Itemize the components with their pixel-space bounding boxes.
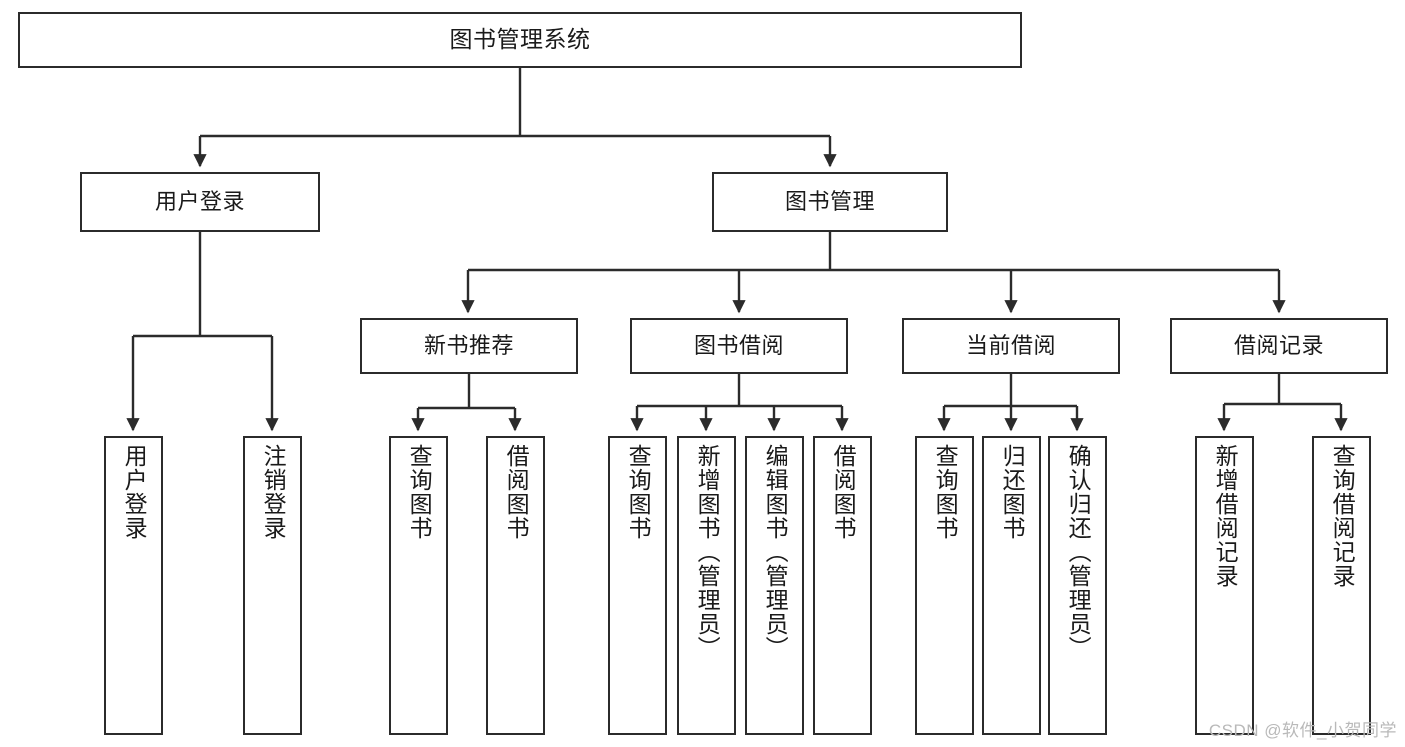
- node-book-borrow[interactable]: 图书借阅: [630, 318, 848, 374]
- node-leaf-borrow-book-2-label: 借阅图书: [830, 444, 857, 540]
- node-borrow-record[interactable]: 借阅记录: [1170, 318, 1388, 374]
- node-leaf-return-book-label: 归还图书: [999, 444, 1026, 540]
- node-leaf-query-book-3-label: 查询图书: [932, 444, 959, 540]
- node-root-label: 图书管理系统: [449, 26, 591, 53]
- node-leaf-query-book-1[interactable]: 查询图书: [389, 436, 448, 735]
- node-book-manage[interactable]: 图书管理: [712, 172, 948, 232]
- node-leaf-confirm-return[interactable]: 确认归还（管理员）: [1048, 436, 1107, 735]
- node-leaf-query-record-label: 查询借阅记录: [1329, 444, 1356, 588]
- node-leaf-user-login-label: 用户登录: [121, 444, 148, 540]
- node-book-manage-label: 图书管理: [784, 188, 875, 214]
- watermark: CSDN @软件_小贺同学: [1208, 721, 1397, 740]
- node-leaf-return-book[interactable]: 归还图书: [982, 436, 1041, 735]
- node-new-book-rec-label: 新书推荐: [423, 332, 514, 358]
- node-leaf-edit-book-label: 编辑图书（管理员）: [762, 444, 789, 660]
- node-borrow-record-label: 借阅记录: [1233, 332, 1324, 358]
- node-leaf-borrow-book-1[interactable]: 借阅图书: [486, 436, 545, 735]
- node-leaf-query-record[interactable]: 查询借阅记录: [1312, 436, 1371, 735]
- node-leaf-confirm-return-label: 确认归还（管理员）: [1065, 444, 1092, 660]
- node-user-login[interactable]: 用户登录: [80, 172, 320, 232]
- node-current-borrow[interactable]: 当前借阅: [902, 318, 1120, 374]
- node-leaf-query-book-1-label: 查询图书: [406, 444, 433, 540]
- node-leaf-borrow-book-1-label: 借阅图书: [503, 444, 530, 540]
- node-leaf-query-book-2-label: 查询图书: [625, 444, 652, 540]
- node-leaf-add-record[interactable]: 新增借阅记录: [1195, 436, 1254, 735]
- node-book-borrow-label: 图书借阅: [693, 332, 784, 358]
- node-current-borrow-label: 当前借阅: [965, 332, 1056, 358]
- node-leaf-add-book-label: 新增图书（管理员）: [694, 444, 721, 660]
- node-leaf-add-book[interactable]: 新增图书（管理员）: [677, 436, 736, 735]
- node-leaf-query-book-3[interactable]: 查询图书: [915, 436, 974, 735]
- node-leaf-borrow-book-2[interactable]: 借阅图书: [813, 436, 872, 735]
- node-leaf-logout[interactable]: 注销登录: [243, 436, 302, 735]
- node-leaf-query-book-2[interactable]: 查询图书: [608, 436, 667, 735]
- node-leaf-logout-label: 注销登录: [260, 444, 287, 540]
- node-leaf-edit-book[interactable]: 编辑图书（管理员）: [745, 436, 804, 735]
- node-root[interactable]: 图书管理系统: [18, 12, 1022, 68]
- node-user-login-label: 用户登录: [154, 188, 245, 214]
- node-leaf-user-login[interactable]: 用户登录: [104, 436, 163, 735]
- node-new-book-rec[interactable]: 新书推荐: [360, 318, 578, 374]
- node-leaf-add-record-label: 新增借阅记录: [1212, 444, 1239, 588]
